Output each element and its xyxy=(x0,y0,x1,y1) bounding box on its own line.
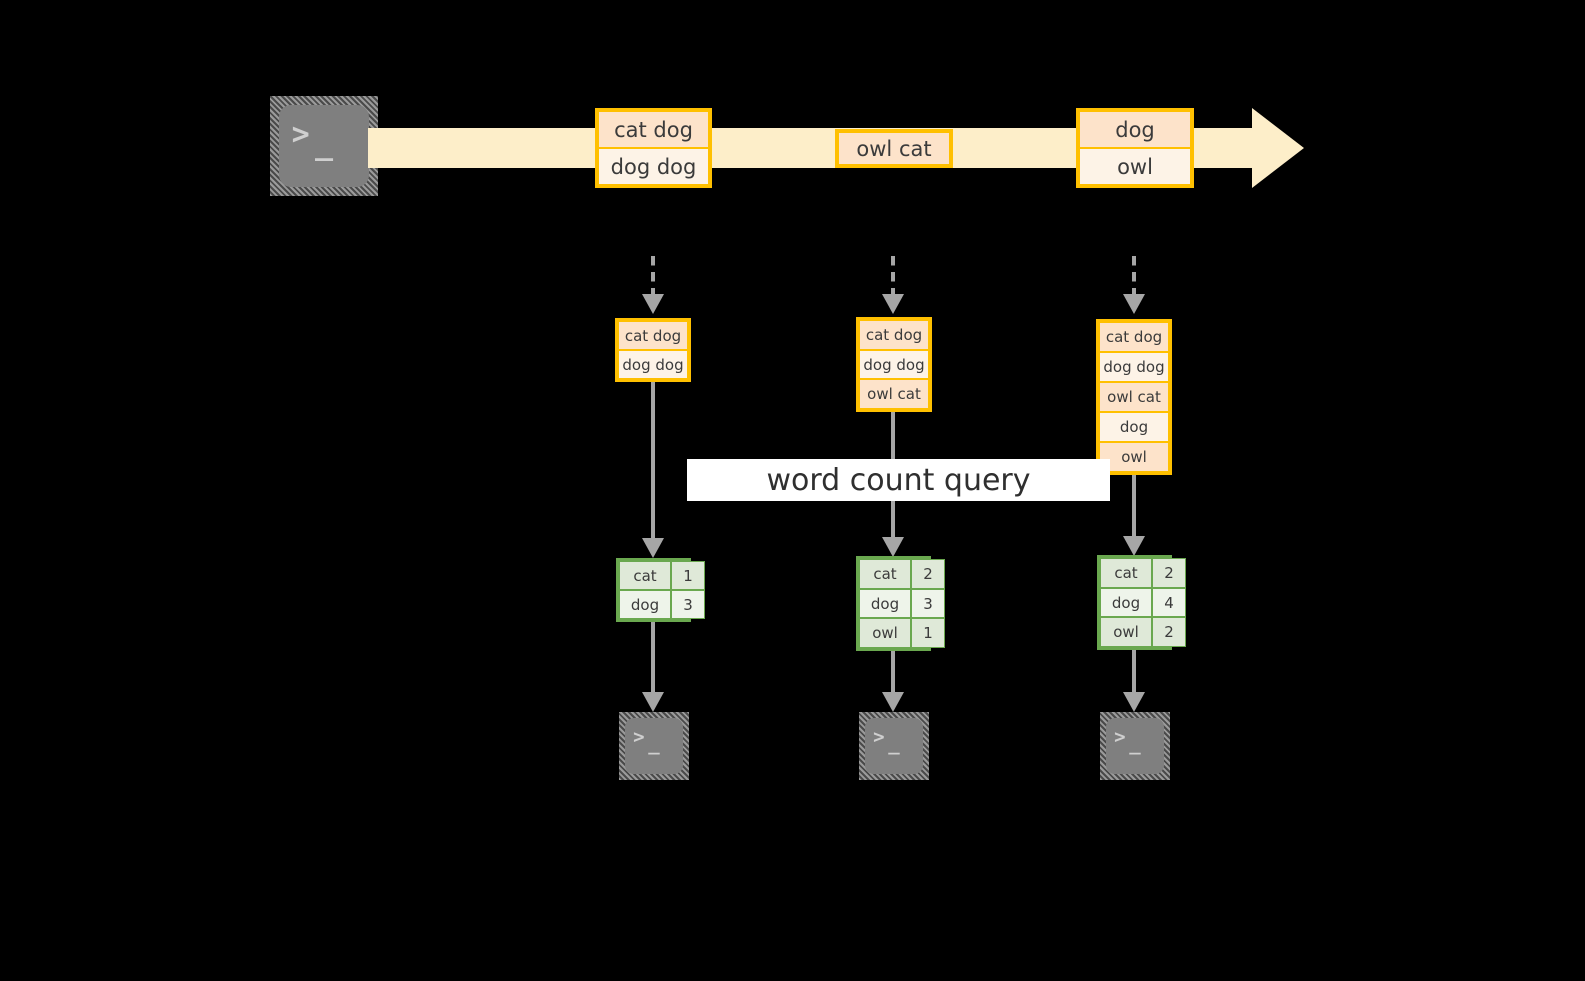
sink-arrowhead-col3 xyxy=(1123,692,1145,712)
result-word: dog xyxy=(859,588,911,619)
stream-record-line: cat dog xyxy=(598,111,709,148)
stream-record-2: owl cat xyxy=(835,129,953,168)
stream-record-3: dog owl xyxy=(1076,108,1194,188)
buffer-line: dog dog xyxy=(618,350,688,379)
result-row: cat 1 xyxy=(619,561,705,590)
stream-record-line: owl xyxy=(1079,148,1191,185)
buffer-box-col3: cat dog dog dog owl cat dog owl xyxy=(1096,319,1172,475)
buffer-line: dog xyxy=(1099,412,1169,442)
terminal-underscore-icon: _ xyxy=(1129,732,1141,755)
terminal-underscore-icon: _ xyxy=(315,126,334,162)
snapshot-dashed-arrowhead-2 xyxy=(882,294,904,314)
sink-terminal-col3: > _ xyxy=(1100,712,1170,780)
result-table-col1: cat 1 dog 3 xyxy=(616,558,705,622)
sink-line-col2 xyxy=(891,651,895,696)
result-row: owl 2 xyxy=(1100,617,1186,648)
result-table-col3: cat 2 dog 4 owl 2 xyxy=(1097,555,1186,650)
terminal-screen: > _ xyxy=(279,105,369,187)
query-line-col1 xyxy=(651,382,655,546)
snapshot-dashed-line-1 xyxy=(651,256,655,296)
query-label-band: word count query xyxy=(687,459,1110,501)
query-arrowhead-col3 xyxy=(1123,536,1145,556)
sink-terminal-col1: > _ xyxy=(619,712,689,780)
snapshot-dashed-line-2 xyxy=(891,256,895,296)
result-row: cat 2 xyxy=(859,559,945,589)
buffer-line: cat dog xyxy=(618,321,688,350)
result-word: owl xyxy=(859,618,911,649)
sink-terminal-col2: > _ xyxy=(859,712,929,780)
terminal-screen: > _ xyxy=(1106,718,1164,774)
stream-record-line: dog dog xyxy=(598,148,709,185)
result-count: 1 xyxy=(911,618,945,649)
result-count: 2 xyxy=(1152,558,1186,588)
terminal-chevron-icon: > xyxy=(633,726,645,749)
buffer-line: owl xyxy=(1099,442,1169,472)
result-row: owl 1 xyxy=(859,618,945,649)
buffer-box-col1: cat dog dog dog xyxy=(615,318,691,382)
stream-arrow-head xyxy=(1252,108,1304,188)
buffer-line: cat dog xyxy=(1099,322,1169,352)
query-arrowhead-col2 xyxy=(882,537,904,557)
stream-record-line: owl cat xyxy=(838,132,950,165)
buffer-line: owl cat xyxy=(859,379,929,410)
query-arrowhead-col1 xyxy=(642,538,664,558)
source-terminal-icon: > _ xyxy=(270,96,378,196)
result-row: cat 2 xyxy=(1100,558,1186,588)
snapshot-dashed-arrowhead-3 xyxy=(1123,294,1145,314)
terminal-underscore-icon: _ xyxy=(648,732,660,755)
terminal-screen: > _ xyxy=(865,718,923,774)
buffer-line: owl cat xyxy=(1099,382,1169,412)
result-count: 1 xyxy=(671,561,705,590)
result-table-col2: cat 2 dog 3 owl 1 xyxy=(856,556,945,651)
result-word: cat xyxy=(859,559,911,589)
sink-line-col3 xyxy=(1132,650,1136,696)
result-word: dog xyxy=(1100,587,1152,618)
snapshot-dashed-line-3 xyxy=(1132,256,1136,296)
terminal-underscore-icon: _ xyxy=(888,732,900,755)
terminal-screen: > _ xyxy=(625,718,683,774)
result-row: dog 3 xyxy=(619,590,705,619)
result-row: dog 4 xyxy=(1100,587,1186,618)
stream-record-line: dog xyxy=(1079,111,1191,148)
buffer-box-col2: cat dog dog dog owl cat xyxy=(856,317,932,412)
stream-record-1: cat dog dog dog xyxy=(595,108,712,188)
buffer-line: dog dog xyxy=(1099,352,1169,382)
terminal-chevron-icon: > xyxy=(1114,726,1126,749)
buffer-line: cat dog xyxy=(859,320,929,350)
terminal-chevron-icon: > xyxy=(873,726,885,749)
result-count: 2 xyxy=(911,559,945,589)
sink-arrowhead-col1 xyxy=(642,692,664,712)
terminal-chevron-icon: > xyxy=(291,116,310,152)
result-count: 3 xyxy=(671,590,705,619)
query-line-col3 xyxy=(1132,475,1136,545)
buffer-line: dog dog xyxy=(859,349,929,380)
sink-line-col1 xyxy=(651,622,655,696)
snapshot-dashed-arrowhead-1 xyxy=(642,294,664,314)
result-count: 3 xyxy=(911,588,945,619)
result-count: 4 xyxy=(1152,587,1186,618)
query-label: word count query xyxy=(766,462,1031,498)
sink-arrowhead-col2 xyxy=(882,692,904,712)
result-count: 2 xyxy=(1152,617,1186,648)
result-word: dog xyxy=(619,590,671,619)
result-row: dog 3 xyxy=(859,588,945,619)
result-word: owl xyxy=(1100,617,1152,648)
result-word: cat xyxy=(619,561,671,590)
result-word: cat xyxy=(1100,558,1152,588)
